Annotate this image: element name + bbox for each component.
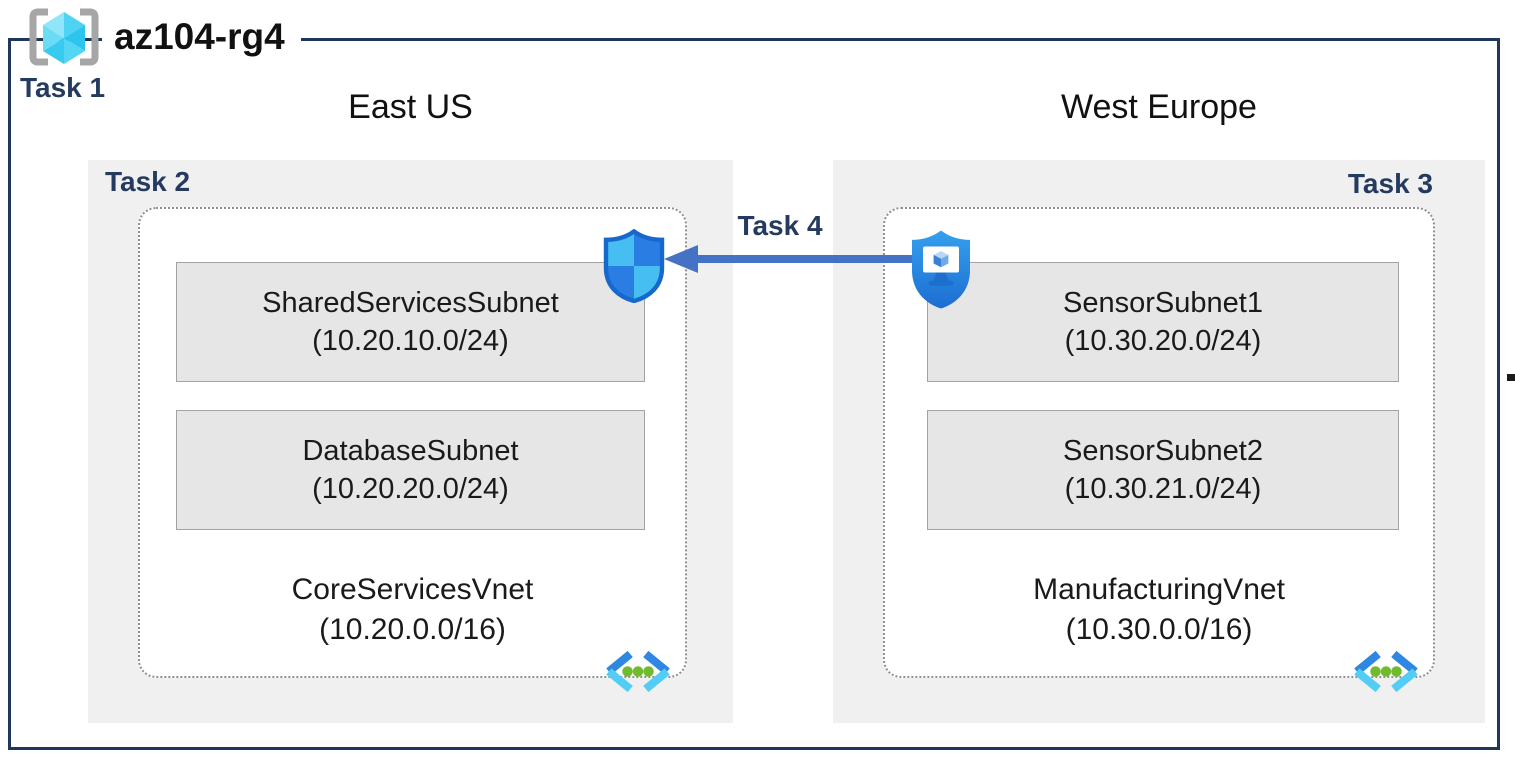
subnet-name: SensorSubnet2 [1063,435,1263,467]
vnet-cidr: (10.20.0.0/16) [319,613,506,646]
subnet-shared-services: SharedServicesSubnet (10.20.10.0/24) [176,262,645,382]
subnet-sensor-2: SensorSubnet2 (10.30.21.0/24) [927,410,1399,530]
task-3-label: Task 3 [1347,168,1433,199]
task-2-label: Task 2 [105,166,191,197]
cropped-connector-dash [1507,374,1515,381]
subnet-name: DatabaseSubnet [302,435,519,467]
vnet-name: ManufacturingVnet [1033,573,1285,606]
subnet-cidr: (10.30.20.0/24) [1064,325,1262,357]
subnet-cidr: (10.20.10.0/24) [312,325,509,357]
resource-group-name: az104-rg4 [102,14,301,60]
subnet-cidr: (10.20.20.0/24) [312,473,509,505]
network-security-group-shield-icon [603,229,665,303]
bastion-shield-icon [912,230,970,309]
region-title-east-us: East US [348,88,473,126]
virtual-network-icon [1354,650,1418,693]
subnet-name: SensorSubnet1 [1063,287,1263,319]
subnet-database: DatabaseSubnet (10.20.20.0/24) [176,410,645,530]
subnet-sensor-1: SensorSubnet1 (10.30.20.0/24) [927,262,1399,382]
subnet-name: SharedServicesSubnet [262,287,559,319]
task-1-label: Task 1 [20,72,106,103]
resource-group-header: az104-rg4 [26,6,301,68]
vnet-label-manufacturing: ManufacturingVnet (10.30.0.0/16) [885,570,1433,650]
region-title-west-europe: West Europe [1061,88,1257,126]
virtual-network-icon [606,650,670,693]
vnet-manufacturing: SensorSubnet1 (10.30.20.0/24) SensorSubn… [883,207,1435,693]
subnet-cidr: (10.30.21.0/24) [1064,473,1262,505]
vnet-core-services: SharedServicesSubnet (10.20.10.0/24) Dat… [138,207,687,693]
resource-group-icon [29,8,99,66]
vnet-name: CoreServicesVnet [291,573,534,606]
vnet-cidr: (10.30.0.0/16) [1065,613,1253,646]
task-4-label: Task 4 [737,210,823,241]
vnet-label-core-services: CoreServicesVnet (10.20.0.0/16) [140,570,685,650]
